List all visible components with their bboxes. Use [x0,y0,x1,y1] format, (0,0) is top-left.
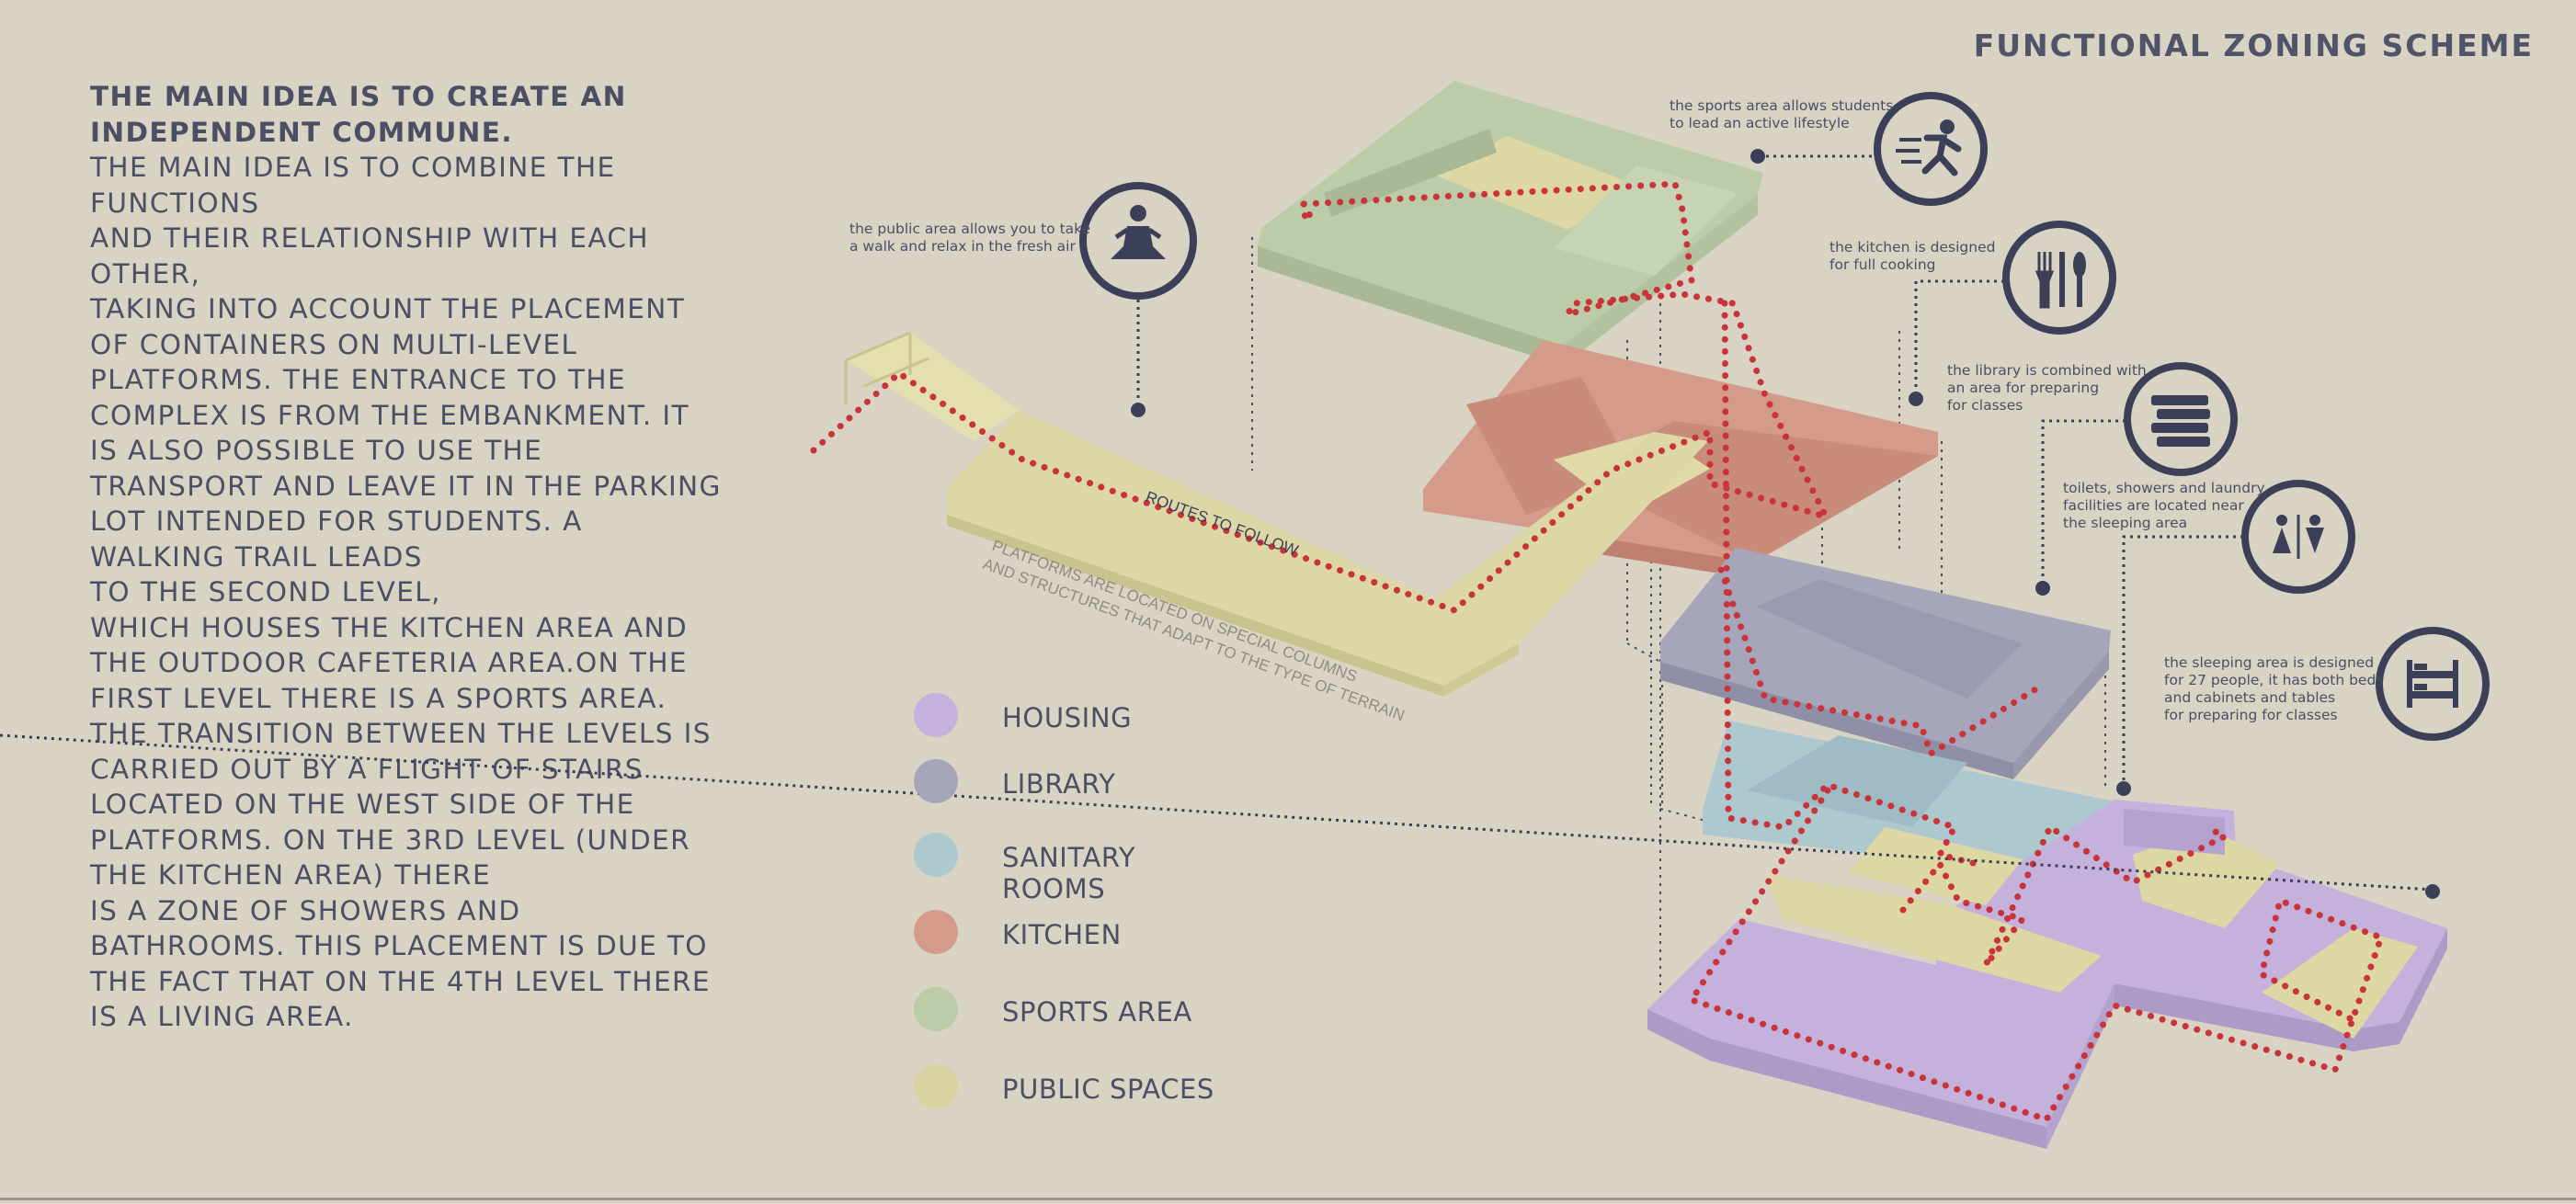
legend-label: LIBRARY [1002,768,1116,800]
legend-swatch [914,987,958,1031]
sports-area-level [1258,81,1763,366]
note-sanitary: toilets, showers and laundry facilities … [2063,480,2265,531]
legend-item-housing: HOUSING [914,691,1245,737]
leader-endpoints [1131,149,2440,899]
legend-swatch [914,833,958,877]
route-path-upper [1300,200,1316,224]
leader-lines [0,154,2434,892]
public-spaces-level [844,331,1708,697]
note-kitchen: the kitchen is designed for full cooking [1829,239,1996,273]
stacked-books-icon [2124,362,2238,476]
legend-item-library: LIBRARY [914,757,1245,803]
legend-swatch [914,1064,958,1108]
cutlery-icon [2002,221,2116,335]
restroom-icon [2241,480,2355,594]
legend-label: SANITARY ROOMS [1002,842,1136,904]
route-path-housing [1686,787,2386,1124]
legend-label: PUBLIC SPACES [1002,1073,1214,1105]
note-sleeping: the sleeping area is designed for 27 peo… [2164,654,2384,723]
legend-item-sports-area: SPORTS AREA [914,985,1245,1031]
legend-swatch [914,759,958,803]
bottom-divider [0,1198,2576,1200]
intro-body: THE MAIN IDEA IS TO COMBINE THE FUNCTION… [90,152,722,1032]
page-title: FUNCTIONAL ZONING SCHEME [1973,28,2534,63]
library-level [1660,548,2111,779]
legend-swatch [914,693,958,737]
legend-item-sanitary-rooms: SANITARY ROOMS [914,831,1245,904]
running-person-icon [1874,92,1988,206]
legend-swatch [914,910,958,954]
housing-level [1647,800,2447,1149]
legend-label: HOUSING [1002,702,1133,733]
legend-item-public-spaces: PUBLIC SPACES [914,1062,1245,1108]
meditation-person-icon [1079,182,1197,300]
intro-lead: THE MAIN IDEA IS TO CREATE AN INDEPENDEN… [90,81,627,148]
route-path-vertical [1721,300,1980,868]
legend-item-kitchen: KITCHEN [914,908,1245,954]
route-path [810,180,1832,614]
note-sports: the sports area allows students to lead … [1670,97,1894,131]
intro-text: THE MAIN IDEA IS TO CREATE AN INDEPENDEN… [90,79,724,1035]
note-public: the public area allows you to take a wal… [849,221,1091,255]
route-path-library [1717,566,2048,759]
route-path-housing-inner [1899,822,2232,968]
legend-label: SPORTS AREA [1002,996,1192,1028]
bunk-bed-icon [2376,627,2490,741]
note-library: the library is combined with an area for… [1947,362,2147,414]
legend-label: KITCHEN [1002,919,1122,950]
sanitary-rooms-level [1703,721,2114,873]
